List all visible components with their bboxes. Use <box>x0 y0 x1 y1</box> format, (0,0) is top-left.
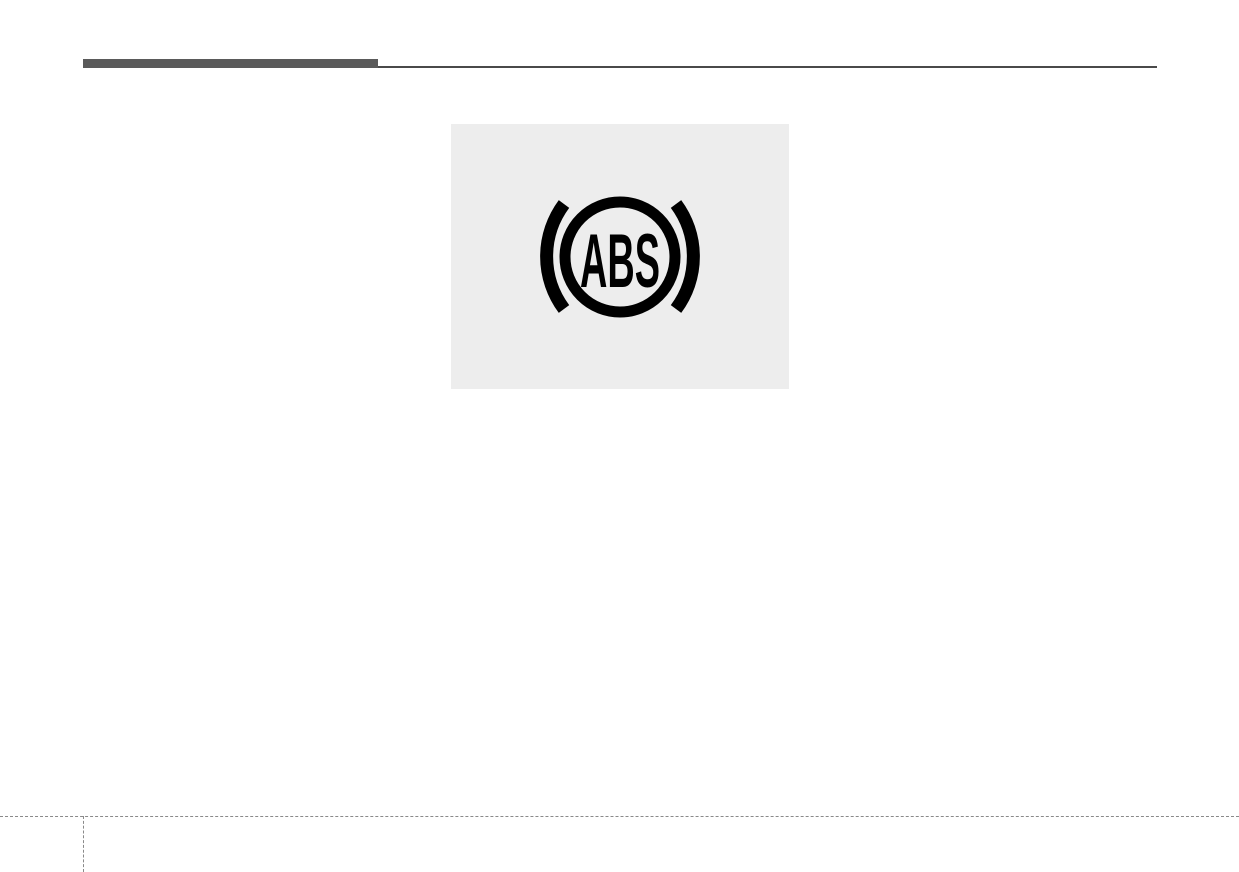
abs-circle <box>559 196 681 318</box>
right-arc <box>670 200 700 313</box>
abs-label: ABS <box>580 220 660 304</box>
header-rule-thin <box>378 66 1157 68</box>
footer-dashed-margin <box>83 816 84 872</box>
abs-warning-light-icon: ABS <box>540 196 700 318</box>
footer-dashed-rule <box>0 816 1239 817</box>
header-rule-thick <box>83 59 378 68</box>
figure-panel: ABS <box>451 124 789 389</box>
left-arc <box>540 200 570 313</box>
